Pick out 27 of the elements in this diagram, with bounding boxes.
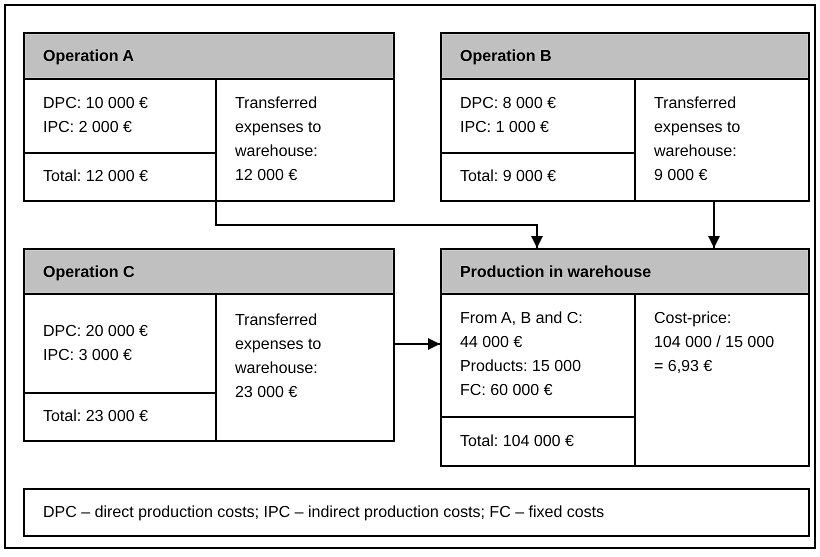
cell-text: FC: 60 000 € — [460, 381, 554, 401]
note-box — [23, 488, 810, 537]
cell-text: DPC: 8 000 € — [460, 94, 558, 114]
cell-text: Total: 104 000 € — [460, 432, 575, 452]
cell-text: Total: 12 000 € — [43, 167, 149, 187]
cell-text: Total: 23 000 € — [43, 407, 149, 427]
arrow — [395, 338, 440, 350]
operation-panel — [440, 248, 810, 467]
arrow — [215, 202, 543, 248]
cell-text: Cost-price: — [654, 309, 732, 329]
footnote-text: DPC – direct production costs; IPC – indirect production costs; FC – fixed costs — [43, 502, 606, 522]
cell-text: DPC: 20 000 € — [43, 322, 149, 342]
cell-text: Transferred expenses to warehouse: 23 000 € — [235, 311, 322, 403]
cell-text: From A, B and C: 44 000 € — [460, 309, 584, 353]
operation-panel — [23, 248, 395, 442]
cell-text: IPC: 3 000 € — [43, 346, 133, 366]
cell-text: Products: 15 000 — [460, 357, 582, 377]
cell-text: Total: 9 000 € — [460, 167, 558, 187]
arrow — [708, 202, 720, 248]
operation-panel — [440, 32, 810, 202]
cell-text: DPC: 10 000 € — [43, 94, 149, 114]
operation-panel — [23, 32, 395, 202]
cell-text: IPC: 1 000 € — [460, 118, 550, 138]
cell-text: 104 000 / 15 000 = 6,93 € — [654, 333, 776, 377]
cell-text: Transferred expenses to warehouse: 9 000 € — [654, 94, 742, 186]
cell-text: Transferred expenses to warehouse: 12 000 € — [235, 94, 322, 186]
cell-text: IPC: 2 000 € — [43, 118, 133, 138]
